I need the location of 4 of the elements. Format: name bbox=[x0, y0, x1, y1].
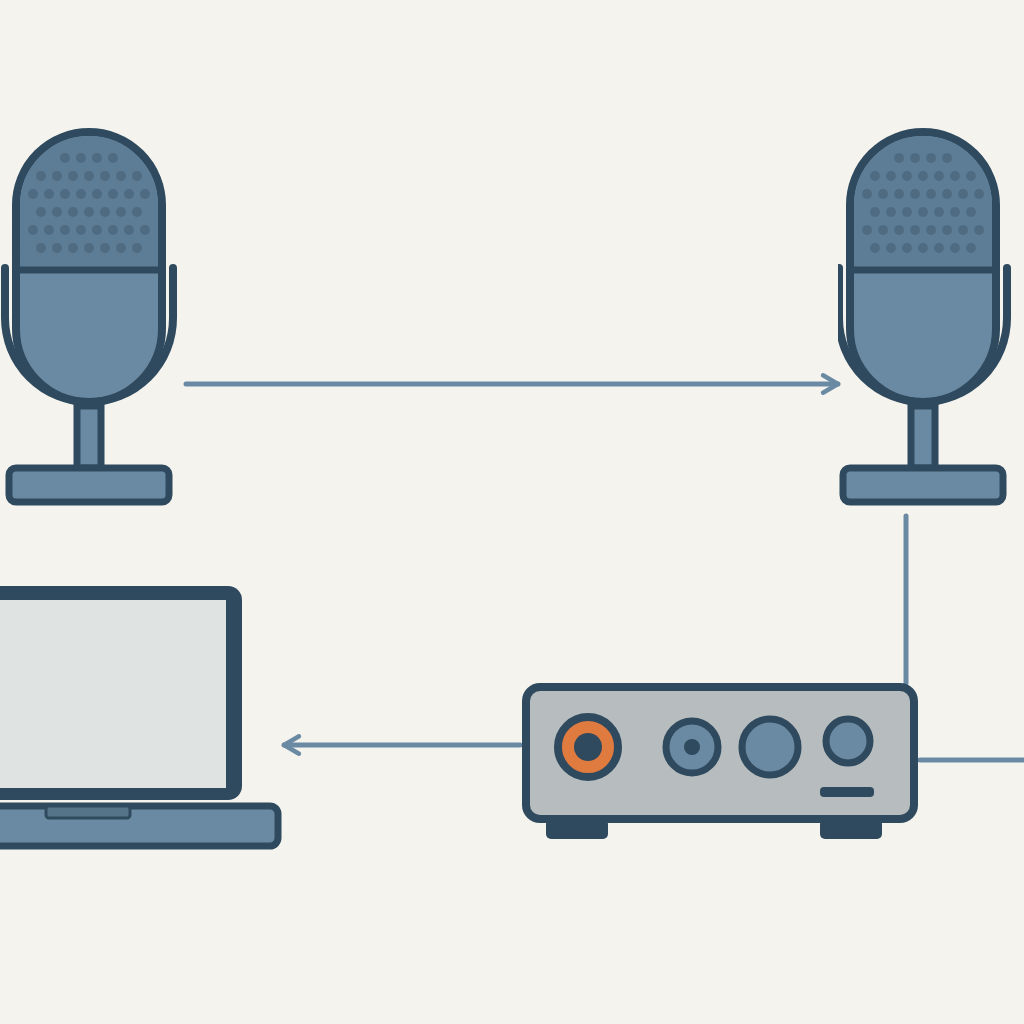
arrow bbox=[281, 734, 523, 756]
connector-line bbox=[903, 513, 909, 686]
connector-line bbox=[917, 757, 1024, 763]
arrow bbox=[183, 373, 841, 395]
